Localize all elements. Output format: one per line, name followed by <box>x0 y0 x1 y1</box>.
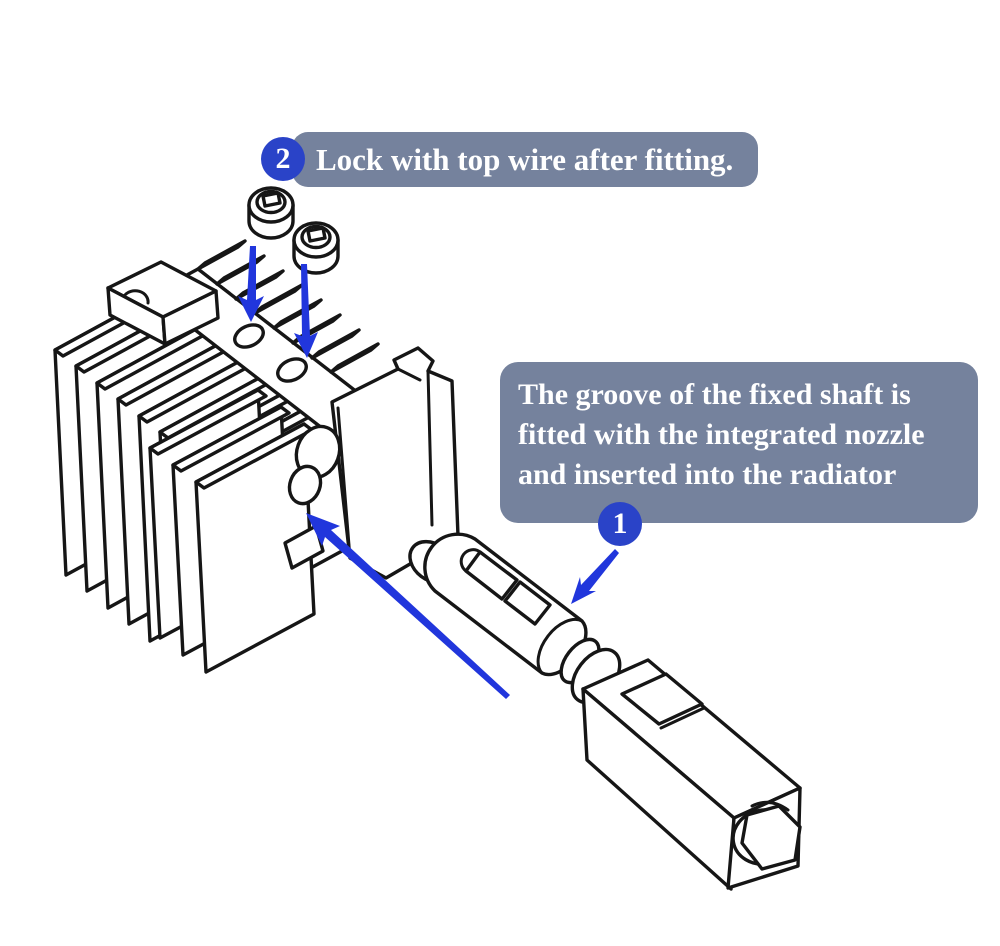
step-1-number: 1 <box>612 507 628 540</box>
shaft-groove-2 <box>503 580 552 626</box>
step-2-callout: Lock with top wire after fitting. <box>292 132 758 187</box>
step-1-callout: The groove of the fixed shaft is fitted … <box>500 362 978 523</box>
fixing-screw-right <box>292 221 340 275</box>
step1-pointer-arrow <box>571 549 619 604</box>
integrated-nozzle-drawing <box>408 532 802 891</box>
radiator-front-fins <box>148 388 316 674</box>
radiator-groove <box>283 424 342 570</box>
screw-hole-left <box>233 323 265 349</box>
step-1-badge: 1 <box>598 502 642 546</box>
fixing-screw-left <box>247 186 295 240</box>
step-2-label: Lock with top wire after fitting. <box>316 142 734 177</box>
fixed-shaft <box>423 532 588 677</box>
radiator-mounting-tab <box>106 260 220 346</box>
step-1-text-line: fitted with the integrated nozzle <box>518 418 925 451</box>
insertion-arrow <box>306 513 510 699</box>
shaft-groove-1 <box>464 550 519 601</box>
hex-nozzle-tip <box>731 800 802 871</box>
screw-arrow-right <box>294 264 318 358</box>
screw-arrow-left <box>238 246 264 322</box>
screw-hole-right <box>276 357 308 383</box>
radiator-heatsink-drawing <box>53 239 460 674</box>
radiator-right-block <box>330 346 460 580</box>
step-2-number: 2 <box>275 142 291 175</box>
step-1-text-line: and inserted into the radiator <box>518 458 897 491</box>
step-1-text-line: The groove of the fixed shaft is <box>518 378 911 411</box>
step-2-badge: 2 <box>261 137 305 181</box>
